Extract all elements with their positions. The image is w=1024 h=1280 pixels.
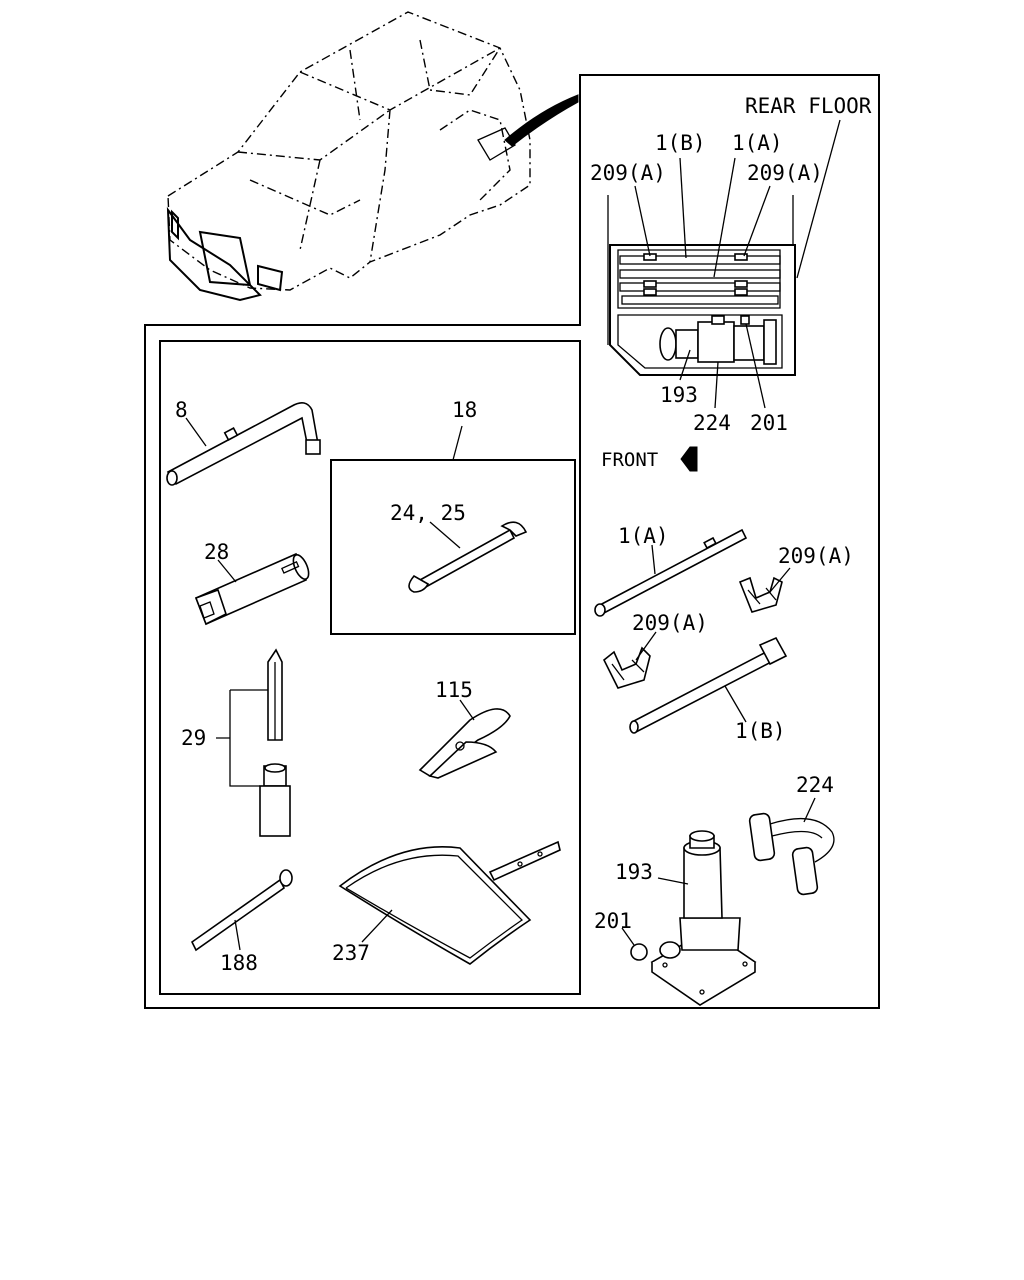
part-188-handle	[190, 869, 293, 952]
label-193: 193	[615, 860, 653, 884]
part-1b-rod	[629, 636, 788, 734]
part-29-screwdriver	[216, 648, 291, 837]
left-arrow-icon	[680, 446, 698, 472]
label-1b-inset: 1(B)	[655, 131, 706, 155]
part-237-tool-bag	[338, 840, 561, 965]
outer-frame	[144, 74, 880, 1009]
label-115: 115	[435, 678, 473, 702]
label-209a-inset-left: 209(A)	[590, 161, 666, 185]
part-201-ring	[621, 927, 648, 961]
label-1a: 1(A)	[618, 524, 669, 548]
part-1a-rod	[594, 528, 748, 617]
rear-floor-inset	[607, 195, 796, 376]
label-201: 201	[594, 909, 632, 933]
label-209a-inset-right: 209(A)	[747, 161, 823, 185]
tools-panel-frame	[159, 340, 581, 995]
wrench-set-box	[330, 459, 576, 635]
label-rear-floor: REAR FLOOR	[745, 94, 872, 118]
label-224: 224	[796, 773, 834, 797]
part-24-25-spanner	[408, 521, 528, 593]
part-224-strap	[748, 797, 835, 896]
label-237: 237	[332, 941, 370, 965]
vehicle-body-illustration	[166, 11, 531, 302]
inset-leaders	[634, 119, 841, 409]
leader-18	[452, 425, 463, 461]
part-209a-clip-upper	[738, 567, 791, 613]
part-115-pliers	[418, 699, 511, 779]
label-224-inset: 224	[693, 411, 731, 435]
part-193-jack	[650, 830, 757, 1006]
label-24-25: 24, 25	[390, 501, 466, 525]
label-201-inset: 201	[750, 411, 788, 435]
part-8-wheel-wrench	[166, 402, 321, 486]
label-1b: 1(B)	[735, 719, 786, 743]
detail-pointer	[504, 94, 579, 147]
label-188: 188	[220, 951, 258, 975]
label-front: FRONT	[601, 449, 658, 471]
label-18: 18	[452, 398, 477, 422]
part-209a-clip-lower	[602, 631, 657, 689]
label-193-inset: 193	[660, 383, 698, 407]
label-209a-lower: 209(A)	[632, 611, 708, 635]
label-28: 28	[204, 540, 229, 564]
label-8: 8	[175, 398, 188, 422]
label-29: 29	[181, 726, 206, 750]
label-209a-upper: 209(A)	[778, 544, 854, 568]
part-28-socket	[194, 552, 310, 626]
label-1a-inset: 1(A)	[732, 131, 783, 155]
